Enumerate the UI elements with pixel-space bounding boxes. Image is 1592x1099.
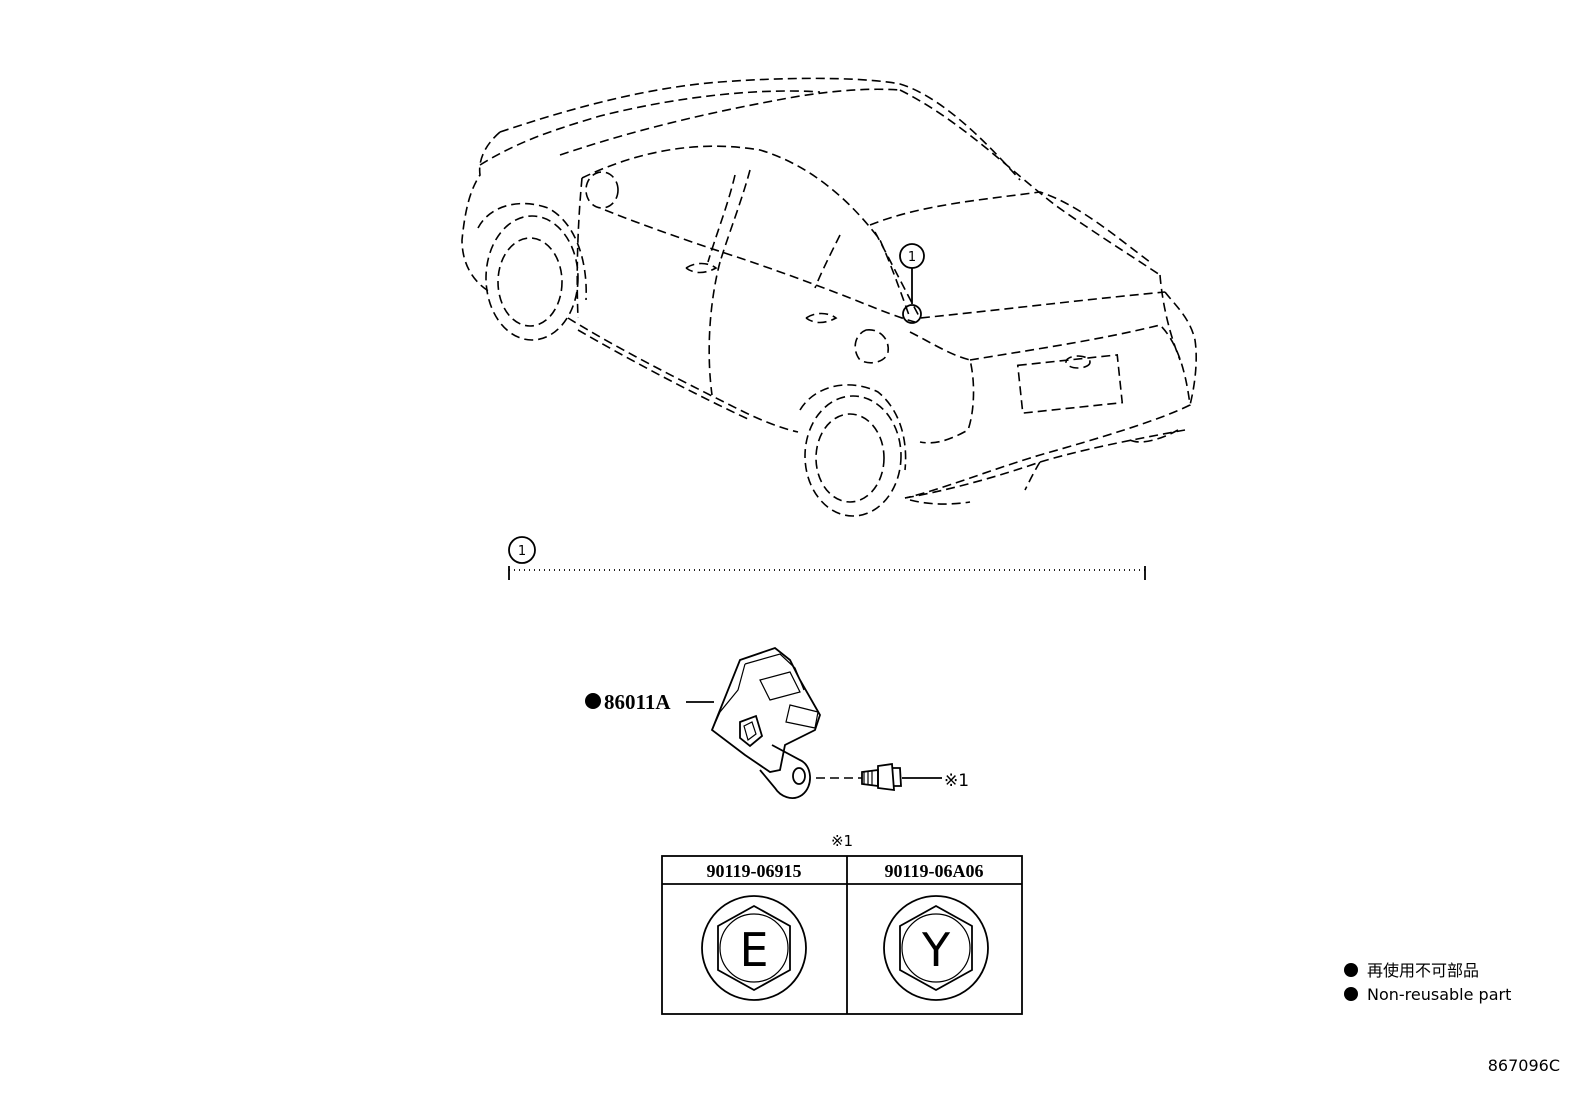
group-number-label: 1 [518, 544, 526, 559]
non-reusable-marker [585, 693, 601, 709]
legend-bullet-english [1344, 987, 1358, 1001]
bolt-illustration [816, 762, 942, 792]
legend-japanese: 再使用不可部品 [1367, 961, 1479, 980]
bolt-part-number-2: 90119-06A06 [885, 861, 984, 881]
sensor-part-illustration [686, 646, 821, 799]
bolt-part-number-1: 90119-06915 [706, 861, 801, 881]
bolt-table-heading: ※1 [831, 832, 853, 850]
callout-label-car: 1 [908, 250, 916, 265]
legend-english: Non-reusable part [1367, 985, 1511, 1004]
legend-bullet-japanese [1344, 963, 1358, 977]
bolt-table [661, 855, 1023, 1015]
car-illustration [461, 77, 1197, 517]
bolt-head-icon-y [883, 895, 989, 1001]
bolt-head-mark-y: Y [921, 923, 951, 977]
part-number-label: 86011A [604, 690, 671, 714]
bolt-head-icon-e [701, 895, 807, 1001]
bolt-head-mark-e: E [739, 923, 768, 977]
figure-id: 867096C [1488, 1056, 1560, 1075]
group-bracket [508, 536, 1146, 580]
bolt-reference-label: ※1 [944, 771, 969, 791]
